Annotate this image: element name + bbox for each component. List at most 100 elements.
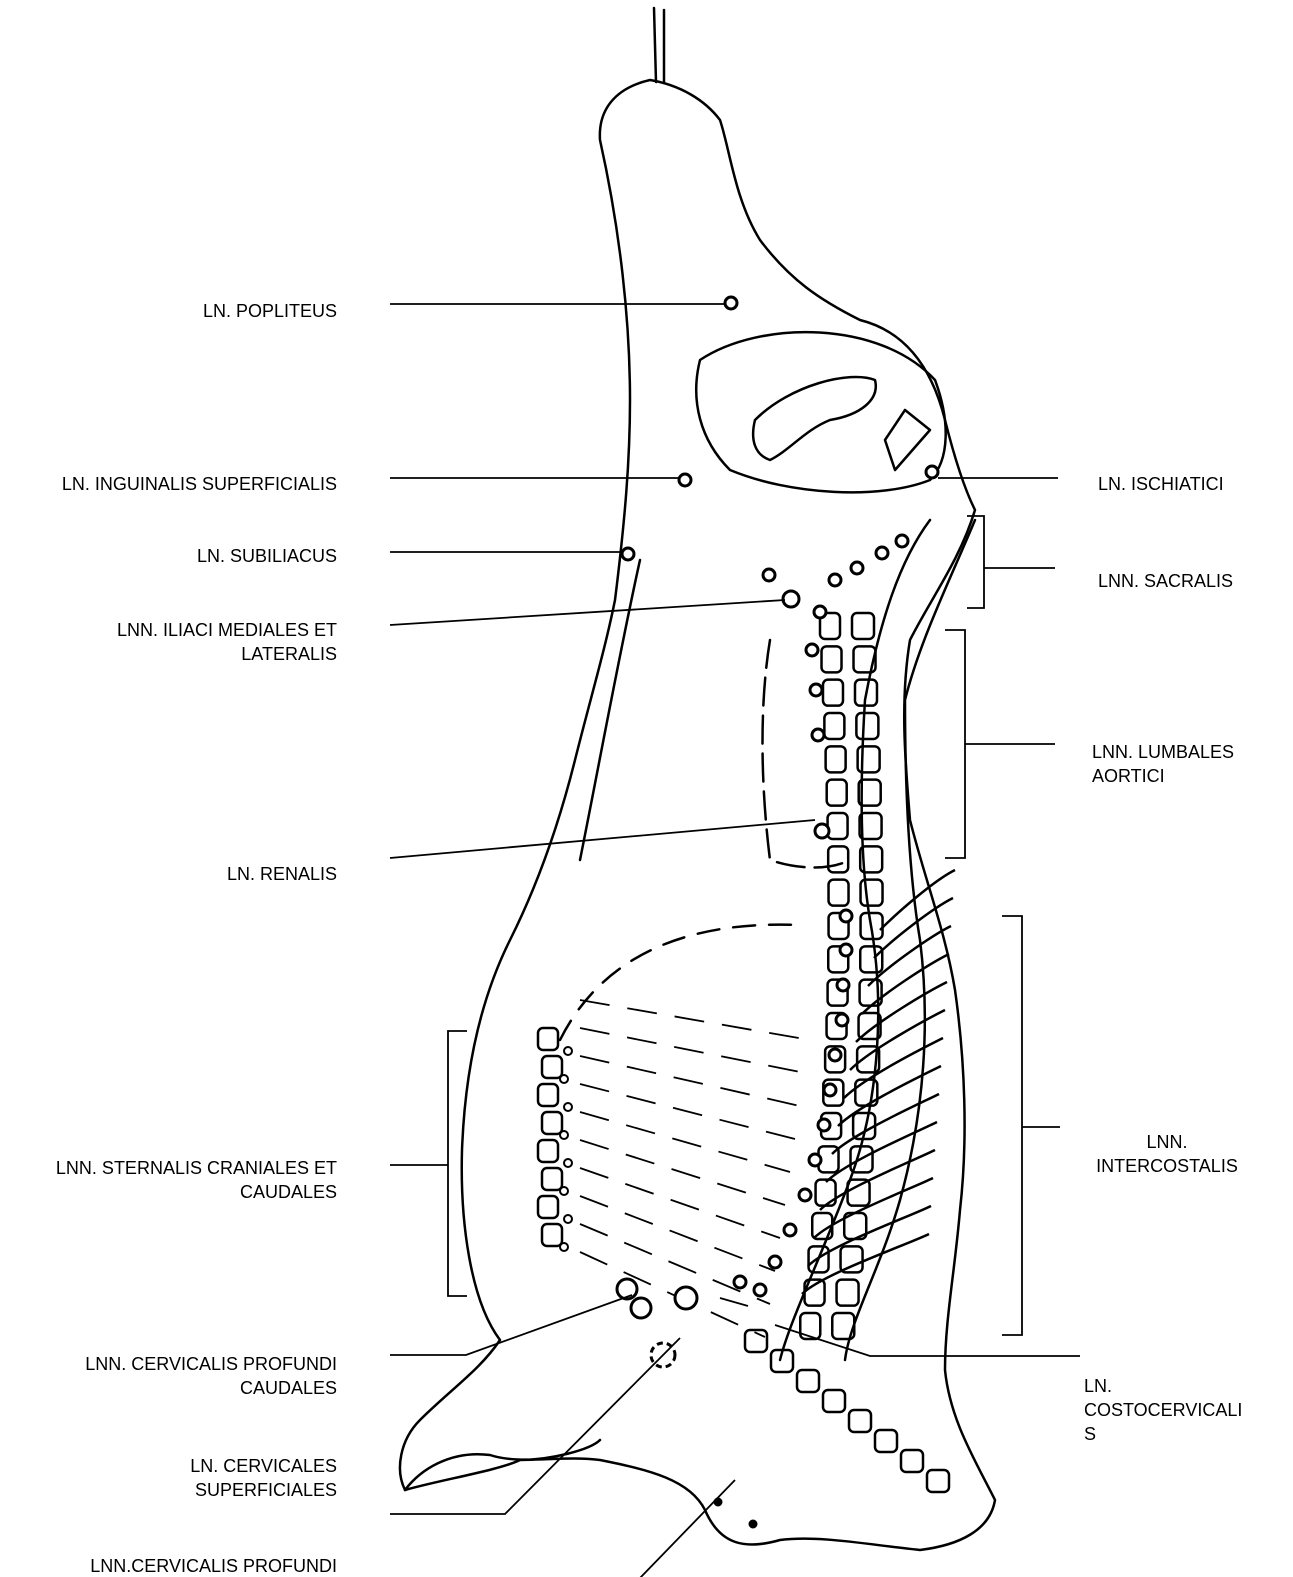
bracket-intercostalis <box>1002 916 1022 1335</box>
vertebra-process <box>848 1180 870 1206</box>
vertebra-process <box>861 880 883 906</box>
spinal-lymph-node <box>829 574 841 586</box>
cervical-vertebra <box>849 1410 871 1432</box>
spinal-lymph-node <box>840 910 852 922</box>
bracket-sternalis <box>448 1031 467 1296</box>
spinal-lymph-node <box>876 547 888 559</box>
sternebra <box>538 1028 558 1050</box>
carcass-outline <box>400 80 995 1550</box>
spinal-lymph-node <box>809 1154 821 1166</box>
sternal-lymph-node <box>564 1103 572 1111</box>
thorax-cavity <box>560 925 800 1040</box>
spinal-lymph-node <box>829 1049 841 1061</box>
node-cervical-3 <box>675 1287 697 1309</box>
vertebra-process <box>852 613 874 639</box>
spinal-lymph-node <box>806 644 818 656</box>
spinal-lymph-node <box>851 562 863 574</box>
leader-cervicalis-profundi <box>420 1480 735 1577</box>
rib <box>802 1234 929 1294</box>
rib-dash <box>580 1140 785 1205</box>
node-iliaci-2 <box>783 591 799 607</box>
node-renalis <box>815 824 829 838</box>
vertebra <box>823 680 843 706</box>
rib-dash <box>580 1196 775 1271</box>
label-sternalis: LNN. STERNALIS CRANIALES ET CAUDALES <box>56 1156 337 1204</box>
spine-outline <box>780 520 930 1360</box>
vertebra <box>822 646 842 672</box>
spinal-lymph-node <box>896 535 908 547</box>
rib <box>808 1206 931 1266</box>
label-subiliacus: LN. SUBILIACUS <box>197 544 337 568</box>
cervical-vertebra <box>823 1390 845 1412</box>
sternal-lymph-node <box>560 1131 568 1139</box>
rib <box>826 1122 937 1182</box>
spinal-lymph-node <box>810 684 822 696</box>
node-ischiatici <box>926 466 938 478</box>
label-popliteus: LN. POPLITEUS <box>203 299 337 323</box>
rib <box>820 1150 935 1210</box>
label-cervicalis-caudales: LNN. CERVICALIS PROFUNDI CAUDALES <box>85 1352 337 1400</box>
vertebra <box>826 746 846 772</box>
leader-iliaci <box>390 600 785 625</box>
sternal-lymph-node <box>564 1047 572 1055</box>
spinal-lymph-node <box>836 1014 848 1026</box>
node-iliaci-1 <box>763 569 775 581</box>
label-renalis: LN. RENALIS <box>227 862 337 886</box>
spinal-lymph-node <box>784 1224 796 1236</box>
spinal-lymph-node <box>799 1189 811 1201</box>
label-cervicalis-profundi: LNN.CERVICALIS PROFUNDI <box>90 1554 337 1577</box>
spinal-lymph-node <box>734 1276 746 1288</box>
spinal-lymph-node <box>754 1284 766 1296</box>
spinal-lymph-node <box>840 944 852 956</box>
node-cervical-2 <box>631 1298 651 1318</box>
sternebra <box>538 1084 558 1106</box>
spinal-lymph-node <box>814 606 826 618</box>
leader-cervicalis-caudales <box>390 1295 632 1355</box>
spinal-lymph-node <box>824 1084 836 1096</box>
label-intercostalis: LNN. INTERCOSTALIS <box>1082 1130 1252 1178</box>
node-popliteus <box>725 297 737 309</box>
rib-dash <box>580 1112 790 1172</box>
hook-line <box>654 8 664 82</box>
vertebra <box>827 780 847 806</box>
bracket-lumbales <box>945 630 965 858</box>
cervical-vertebra <box>901 1450 923 1472</box>
sternal-lymph-node <box>564 1159 572 1167</box>
label-inguinalis: LN. INGUINALIS SUPERFICIALIS <box>62 472 337 496</box>
rib-dash <box>580 1224 770 1304</box>
sternebra <box>542 1224 562 1246</box>
rib-dash <box>580 1168 780 1238</box>
label-ischiatici: LN. ISCHIATICI <box>1098 472 1224 496</box>
sternal-lymph-node <box>560 1243 568 1251</box>
rib-dash <box>580 1000 810 1040</box>
cervical-vertebra <box>927 1470 949 1492</box>
label-costocervicalis: LN. COSTOCERVICALI S <box>1084 1374 1242 1446</box>
pelvis-bone <box>753 377 876 460</box>
node-profundi-2 <box>750 1521 756 1527</box>
label-iliaci: LNN. ILIACI MEDIALES ET LATERALIS <box>117 618 337 666</box>
rib-dash <box>580 1084 795 1139</box>
sternebra <box>542 1168 562 1190</box>
rib-dash <box>580 1028 805 1073</box>
sternebra <box>542 1056 562 1078</box>
sternebra <box>538 1140 558 1162</box>
vertebra <box>824 713 844 739</box>
vertebra <box>829 880 849 906</box>
rib-dash <box>580 1056 800 1106</box>
leader-arrow-intercostal <box>720 1298 748 1306</box>
spinal-lymph-node <box>818 1119 830 1131</box>
label-lumbales: LNN. LUMBALES AORTICI <box>1092 740 1234 788</box>
spinal-lymph-node <box>837 979 849 991</box>
spinal-lymph-node <box>812 729 824 741</box>
sternebra <box>538 1196 558 1218</box>
sternebra <box>542 1112 562 1134</box>
sternal-lymph-node <box>560 1075 568 1083</box>
label-cervicales-superficiales: LN. CERVICALES SUPERFICIALES <box>190 1454 337 1502</box>
rib-dash <box>580 1252 765 1337</box>
vertebra <box>828 846 848 872</box>
vertebra-process <box>856 713 878 739</box>
sternal-lymph-node <box>564 1215 572 1223</box>
cervical-vertebra <box>875 1430 897 1452</box>
vertebra-process <box>837 1280 859 1306</box>
